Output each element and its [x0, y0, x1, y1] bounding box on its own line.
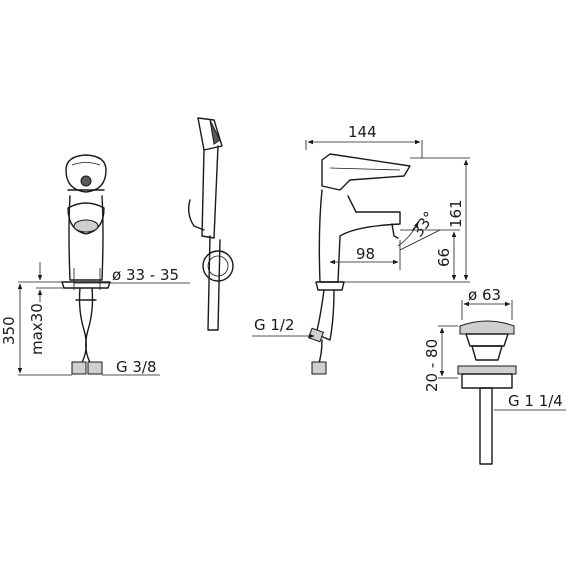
dim-thread-g12: G 1/2 [254, 316, 295, 334]
front-lever-button [80, 175, 92, 187]
side-view: 144 161 66 98 33° G 1/2 [252, 123, 470, 375]
shower-head [197, 117, 223, 151]
shower-handle [201, 145, 219, 239]
side-body [318, 189, 401, 283]
dim-reach-98: 98 [356, 245, 375, 263]
front-view: ø 33 - 35 G 3/8 350 max30 [0, 154, 190, 376]
dim-thread-g114: G 1 1/4 [508, 392, 563, 410]
dim-max30: max30 [28, 303, 46, 355]
front-lever [65, 154, 107, 193]
waste-cap [459, 320, 515, 335]
dim-diameter-63: ø 63 [468, 286, 501, 304]
dim-width-144: 144 [348, 123, 377, 141]
side-lever [321, 153, 411, 191]
dim-hole-diameter: ø 33 - 35 [112, 266, 179, 284]
hand-shower-view [187, 117, 234, 331]
shower-holder [202, 250, 234, 282]
dim-height-66: 66 [435, 248, 453, 267]
dim-height-161: 161 [447, 199, 465, 228]
front-aerator [67, 202, 105, 235]
waste-view: ø 63 20 - 80 G 1 1/4 [423, 286, 566, 465]
waste-tail [479, 387, 493, 465]
dim-angle-33: 33° [409, 208, 439, 240]
front-body [68, 195, 104, 281]
dim-range-20-80: 20 - 80 [423, 339, 441, 392]
dim-thread-g38: G 3/8 [116, 358, 157, 376]
dim-length-350: 350 [0, 316, 18, 345]
side-hoses [315, 289, 335, 341]
